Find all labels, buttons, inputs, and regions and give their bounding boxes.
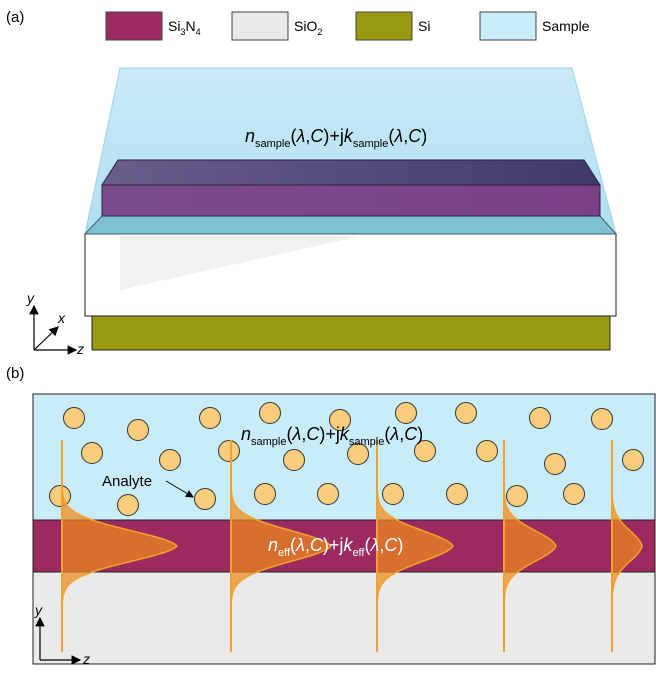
analyte-particle [81,442,103,464]
waveguide-top-face-3d [101,159,601,186]
analyte-particle [194,488,216,510]
analyte-particle [506,485,528,507]
axis-a-x-arrow [33,326,59,351]
sio2-highlight [120,236,360,290]
si-substrate-3d [91,315,611,351]
analyte-particle [317,483,339,505]
analyte-particle [414,440,436,462]
sio2-top-face-3d [83,215,618,235]
legend-si3n4-label: Si3N4 [168,18,201,37]
analyte-particle [591,408,613,430]
analyte-particle [544,453,566,475]
legend-si-swatch [355,11,413,41]
legend-si-label: Si [418,18,430,34]
analyte-particle [63,407,85,429]
legend-sample-label: Sample [542,18,590,34]
legend-sio2-swatch [231,11,289,41]
analyte-particle [159,449,181,471]
analyte-particle [199,407,221,429]
sio2-region-2d [33,572,655,664]
analyte-pointer-arrow [165,480,194,498]
analyte-particles [49,402,644,516]
panel-a-label: (a) [6,9,24,26]
axis-b-z-label: z [82,651,90,667]
analyte-particle [283,449,305,471]
effective-index-equation: neff(λ,C)+jkeff(λ,C) [268,535,403,559]
sample-index-equation-a: nsample(λ,C)+jksample(λ,C) [245,126,427,150]
analyte-label: Analyte [102,473,152,490]
analyte-particle [455,402,477,424]
legend-sample-swatch [479,11,537,41]
axis-a-x-label: x [57,310,66,326]
analyte-particle [622,449,644,471]
axis-a-z-label: z [76,341,84,357]
legend-si3n4-swatch [105,11,163,41]
analyte-particle [127,419,149,441]
legend: Si3N4 SiO2 Si Sample [105,11,590,41]
analyte-particle [49,485,71,507]
panel-b-cross-section: nsample(λ,C)+jksample(λ,C) neff(λ,C)+jke… [32,393,656,667]
legend-sio2-label: SiO2 [294,18,322,37]
analyte-particle [395,402,417,424]
analyte-particle [254,483,276,505]
sample-index-equation-b: nsample(λ,C)+jksample(λ,C) [241,424,423,448]
mode-profiles [61,440,643,652]
analyte-particle [446,483,468,505]
axis-a-y-label: y [26,290,35,306]
axes-a: y x z [26,290,84,357]
analyte-particle [529,407,551,429]
axes-b: y z [34,602,90,667]
panel-b-label: (b) [6,365,24,382]
analyte-particle [259,402,281,424]
analyte-particle [382,483,404,505]
analyte-particle [563,483,585,505]
analyte-particle [347,443,369,465]
analyte-particle [218,440,240,462]
waveguide-front-face-3d [101,184,601,217]
panel-a-3d-waveguide: nsample(λ,C)+jksample(λ,C) y x z [26,67,618,357]
analyte-particle [117,494,139,516]
analyte-particle [476,440,498,462]
axis-b-y-label: y [34,602,43,618]
analyte-particle [329,409,351,431]
panel-b-frame [32,393,656,665]
